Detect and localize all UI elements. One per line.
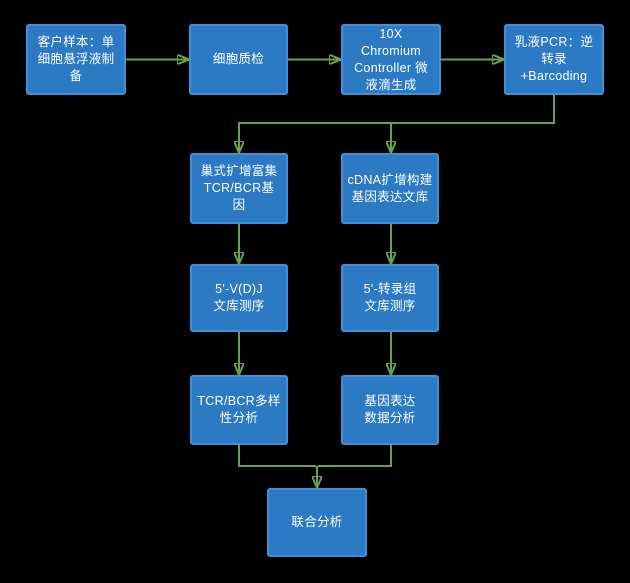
edge-expr-to-joint (318, 445, 392, 467)
node-transcriptome-sequencing: 5'-转录组 文库测序 (341, 264, 439, 332)
edge-tcrbcr-to-joint (238, 445, 316, 467)
node-vdj-sequencing: 5'-V(D)J 文库测序 (190, 264, 288, 332)
edge-pcr-to-nested (239, 95, 555, 151)
node-cell-qc: 细胞质检 (189, 24, 288, 95)
node-sample-prep: 客户样本：单 细胞悬浮液制 备 (26, 24, 126, 95)
node-nested-amplification: 巢式扩增富集 TCR/BCR基 因 (190, 153, 288, 224)
node-tcr-bcr-diversity-analysis: TCR/BCR多样 性分析 (190, 375, 288, 445)
node-joint-analysis: 联合分析 (267, 488, 367, 557)
node-cdna-library: cDNA扩增构建 基因表达文库 (341, 153, 439, 224)
node-gene-expression-analysis: 基因表达 数据分析 (341, 375, 439, 445)
node-emulsion-pcr: 乳液PCR：逆 转录 +Barcoding (504, 24, 604, 95)
node-10x-chromium-controller: 10X Chromium Controller 微 液滴生成 (341, 24, 441, 95)
